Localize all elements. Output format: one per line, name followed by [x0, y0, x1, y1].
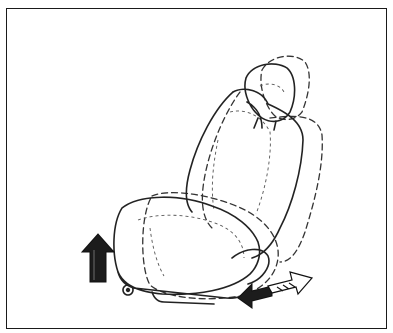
double-horizontal-arrow-icon — [237, 271, 314, 309]
seat-outline — [113, 63, 304, 305]
seat-shifted-position-outline — [142, 55, 323, 300]
up-arrow-icon — [80, 233, 116, 283]
figure-frame — [6, 8, 387, 329]
